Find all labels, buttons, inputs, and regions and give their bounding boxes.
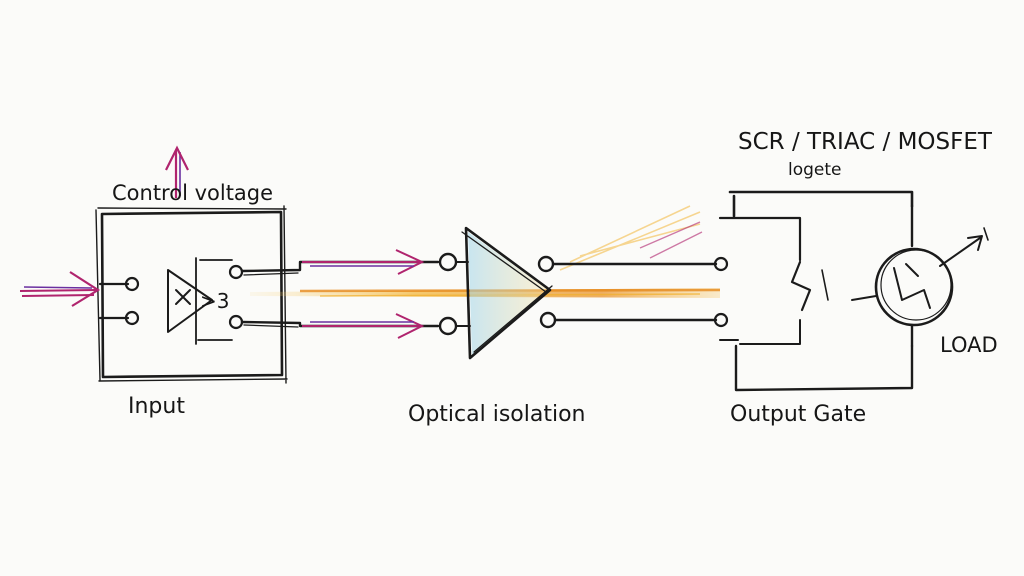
input-wires xyxy=(240,249,440,339)
led-marking: >3 xyxy=(200,289,229,313)
control-voltage-arrow-icon xyxy=(165,145,189,198)
load-lamp-icon xyxy=(851,204,989,348)
output-gate-block xyxy=(718,190,989,392)
output-gate-label: Output Gate xyxy=(730,402,866,427)
scr-symbol-icon xyxy=(790,260,829,312)
switch-types-label: SCR / TRIAC / MOSFET xyxy=(738,129,993,155)
input-arrow-icon xyxy=(19,271,101,307)
logic-gate-note: logete xyxy=(788,160,842,180)
optical-isolation-label: Optical isolation xyxy=(408,402,585,427)
load-label: LOAD xyxy=(940,333,998,357)
input-block: >3 xyxy=(19,205,288,384)
control-voltage-label: Control voltage xyxy=(112,181,273,205)
optocoupler-prism-icon xyxy=(438,226,557,360)
input-label: Input xyxy=(128,394,185,419)
output-wires xyxy=(551,256,729,328)
